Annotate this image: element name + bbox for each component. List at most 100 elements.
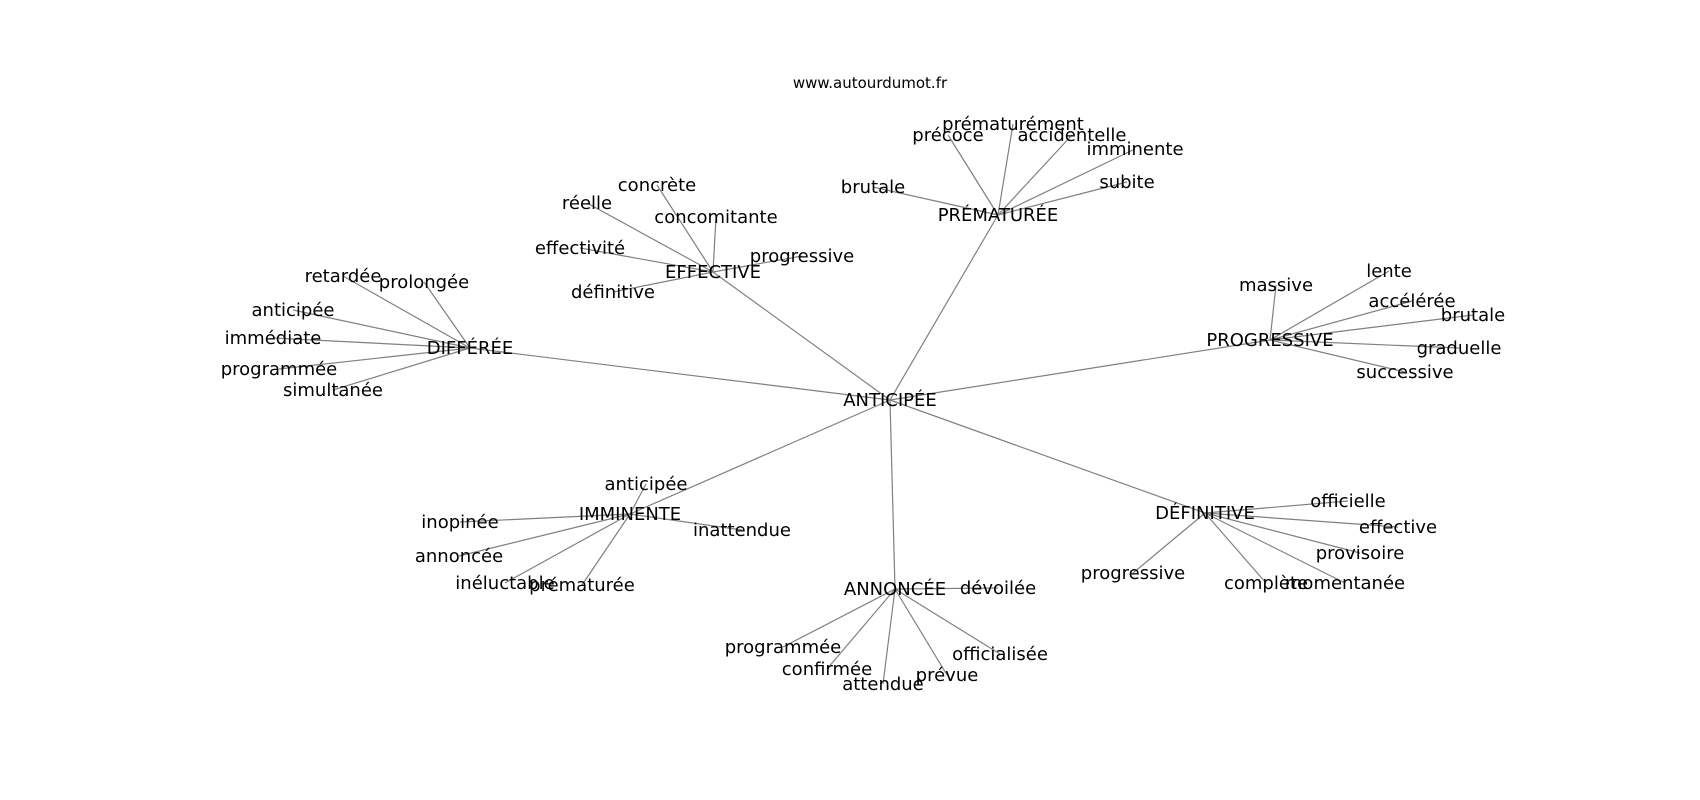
edge-hub-leaf [1269,300,1413,341]
leaf-node[interactable]: concrète [618,175,696,196]
edge-hub-leaf [278,347,471,370]
leaf-node[interactable]: subite [1099,172,1154,193]
source-text: www.autourdumot.fr [793,74,948,92]
edge-root-hub [889,399,896,590]
edge-hub-leaf [712,255,803,273]
edge-hub-leaf [586,202,714,273]
edge-root-hub [469,347,891,401]
leaf-node[interactable]: accidentelle [1018,125,1127,146]
leaf-node[interactable]: définitive [571,282,655,303]
edge-hub-leaf [458,513,631,557]
edge-hub-leaf [1204,512,1267,584]
leaf-node[interactable]: prématurée [529,575,635,596]
edge-hub-leaf [332,347,471,391]
leaf-node[interactable]: lente [1366,261,1412,282]
leaf-node[interactable]: graduelle [1417,338,1502,359]
leaf-node[interactable]: dévoilée [960,578,1036,599]
edge-hub-leaf [712,216,717,273]
leaf-node[interactable]: anticipée [252,300,335,321]
leaf-node[interactable]: progressive [750,246,854,267]
leaf-node[interactable]: officialisée [952,644,1048,665]
edge-hub-leaf [997,181,1128,216]
leaf-node[interactable]: programmée [221,359,338,380]
leaf-node[interactable]: inattendue [693,520,791,541]
edge-hub-leaf [1204,500,1349,514]
edge-hub-leaf [581,513,631,586]
leaf-node[interactable]: officielle [1310,491,1385,512]
edge-hub-leaf [504,513,631,584]
leaf-node[interactable]: inéluctable [455,573,554,594]
edge-hub-leaf [656,184,714,273]
leaf-node[interactable]: concomitante [654,207,777,228]
leaf-node[interactable]: prématurément [942,114,1084,135]
edge-hub-leaf [997,123,1014,216]
leaf-node[interactable]: effectivité [535,238,625,259]
edge-hub-leaf [1204,512,1346,584]
edge-hub-leaf [1269,339,1460,349]
edge-hub-leaf [894,587,999,590]
hub-node[interactable]: EFFECTIVE [665,262,761,283]
edge-hub-leaf [1269,314,1474,341]
hub-node[interactable]: IMMINENTE [579,504,681,525]
edge-hub-leaf [872,186,999,216]
root-node[interactable]: ANTICIPÉE [843,389,937,411]
leaf-node[interactable]: momentanée [1285,573,1405,594]
edge-hub-leaf [894,588,1001,655]
leaf-node[interactable]: réelle [562,193,612,214]
edges-layer [272,123,1474,685]
edge-root-hub [889,339,1271,401]
leaf-node[interactable]: précoce [912,125,983,146]
leaf-node[interactable]: inopinée [421,512,498,533]
hub-node[interactable]: PRÉMATURÉE [938,204,1059,226]
hub-node[interactable]: DÉFINITIVE [1155,502,1255,524]
edge-hub-leaf [997,148,1136,216]
edge-hub-leaf [1269,339,1406,373]
leaf-node[interactable]: brutale [841,177,905,198]
leaf-node[interactable]: anticipée [605,474,688,495]
edge-hub-leaf [629,513,743,531]
leaf-node[interactable]: provisoire [1316,543,1405,564]
edge-hub-leaf [579,247,714,273]
leaf-node[interactable]: accélérée [1368,291,1455,312]
leaf-node[interactable]: simultanée [283,380,383,401]
edge-root-hub [889,214,999,401]
edge-hub-leaf [292,309,471,349]
edge-hub-leaf [1204,512,1399,528]
leaf-node[interactable]: prolongée [379,272,469,293]
edge-hub-leaf [894,588,948,676]
hub-node[interactable]: PROGRESSIVE [1206,330,1333,351]
edge-hub-leaf [782,588,896,648]
edge-root-hub [629,399,891,515]
leaf-node[interactable]: effective [1359,517,1437,538]
leaf-node[interactable]: attendue [842,674,924,695]
edge-hub-leaf [272,337,471,349]
leaf-node[interactable]: immédiate [225,328,322,349]
leaf-node[interactable]: brutale [1441,305,1505,326]
edge-hub-leaf [612,271,714,293]
edge-root-hub [712,271,891,401]
edge-hub-leaf [1132,512,1206,574]
leaf-node[interactable]: massive [1239,275,1313,296]
hub-node[interactable]: DIFFÉRÉE [427,337,514,359]
edge-hub-leaf [1269,284,1277,341]
edge-root-hub [889,399,1206,514]
leaf-node[interactable]: imminente [1086,139,1183,160]
leaf-node[interactable]: confirmée [782,659,872,680]
edge-hub-leaf [423,281,471,349]
leaf-node[interactable]: programmée [725,637,842,658]
edge-hub-leaf [629,483,647,515]
edge-hub-leaf [342,275,471,349]
edge-hub-leaf [882,588,896,685]
leaf-node[interactable]: successive [1356,362,1453,383]
edge-hub-leaf [1204,512,1361,554]
leaf-node[interactable]: retardée [305,266,382,287]
edge-hub-leaf [459,513,631,523]
leaf-node[interactable]: prévue [916,665,979,686]
edge-hub-leaf [947,134,999,216]
hub-node[interactable]: ANNONCÉE [844,578,946,600]
leaf-node[interactable]: complète [1224,573,1308,594]
edge-hub-leaf [826,588,896,670]
leaf-node[interactable]: progressive [1081,563,1185,584]
leaf-node[interactable]: annoncée [415,546,503,567]
edge-hub-leaf [997,134,1073,216]
